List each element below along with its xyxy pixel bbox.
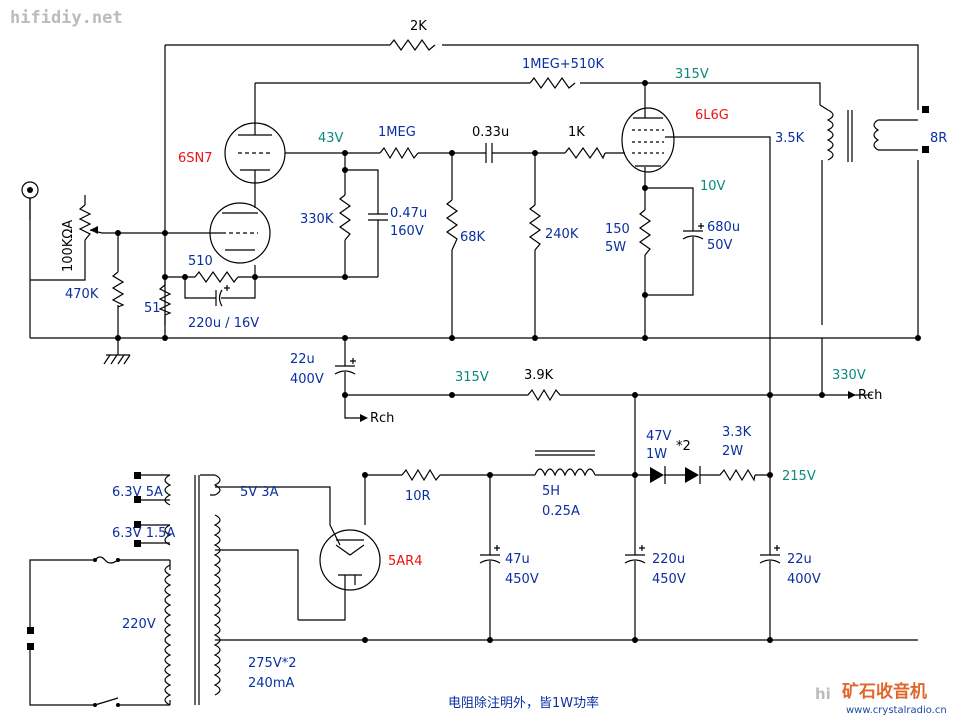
junction-dots [115, 80, 921, 643]
label-315v-top: 315V [675, 67, 709, 82]
label-6sn7: 6SN7 [178, 151, 213, 166]
label-6.3v-1.5a: 6.3V 1.5A [112, 526, 175, 541]
label-450v-220u: 450V [652, 572, 686, 587]
label-47u: 47u [505, 552, 530, 567]
label-450v-47u: 450V [505, 572, 539, 587]
resistor-51 [158, 284, 172, 316]
label-315v: 315V [455, 370, 489, 385]
label-220u: 220u [652, 552, 685, 567]
label-22u-lower: 22u [787, 552, 812, 567]
capacitors [205, 143, 781, 568]
label-43v: 43V [318, 131, 344, 146]
label-2w: 2W [722, 444, 743, 459]
resistor-1meg [379, 146, 419, 160]
rch-arrows [360, 391, 872, 422]
label-2k: 2K [410, 19, 427, 34]
label-5ar4: 5AR4 [388, 554, 422, 569]
resistor-2k [389, 38, 436, 52]
site-name: hifidiy.net [10, 8, 123, 28]
tube-6sn7-lower [190, 202, 271, 264]
label-330v: 330V [832, 368, 866, 383]
ground-symbol [103, 354, 131, 365]
label-0.33u: 0.33u [472, 125, 509, 140]
svg-text:hi: hi [815, 685, 831, 703]
label-rch-left: Rch [370, 411, 394, 426]
label-10v: 10V [700, 179, 726, 194]
tube-6sn7-upper [224, 118, 286, 184]
power-transformer [27, 472, 221, 707]
label-5v-3a: 5V 3A [240, 485, 279, 500]
label-1meg-510k: 1MEG+510K [522, 57, 604, 72]
label-5w: 5W [605, 240, 626, 255]
resistor-1meg-510k [529, 76, 576, 90]
label-220v: 220V [122, 617, 156, 632]
label-6l6g: 6L6G [695, 108, 729, 123]
label-5h: 5H [542, 484, 560, 499]
label-3.9k: 3.9K [524, 368, 554, 383]
volume-potentiometer [78, 204, 103, 241]
label-51: 51 [144, 301, 161, 316]
label-400v-upper: 400V [290, 372, 324, 387]
label-1w: 1W [646, 447, 667, 462]
footnote: 电阻除注明外，皆1W功率 [448, 695, 599, 711]
resistor-68k [445, 199, 459, 251]
label-150: 150 [605, 222, 630, 237]
label-0.25a: 0.25A [542, 504, 580, 519]
label-68k: 68K [460, 230, 486, 245]
logo-text: 矿石收音机 [842, 681, 927, 702]
label-275v: 275V*2 [248, 656, 296, 671]
input-jack [21, 181, 39, 200]
label-50v: 50V [707, 238, 733, 253]
label-1meg: 1MEG [378, 125, 416, 140]
label-0.47u: 0.47u [390, 206, 427, 221]
label-680u: 680u [707, 220, 740, 235]
label-6.3v-5a: 6.3V 5A [112, 485, 163, 500]
label-10r: 10R [405, 489, 431, 504]
label-215v: 215V [782, 469, 816, 484]
cap-0.33u [485, 143, 493, 163]
label-x2: *2 [676, 439, 691, 454]
choke-5h [534, 450, 596, 477]
label-400v-lower: 400V [787, 572, 821, 587]
resistor-510 [194, 270, 239, 284]
label-3.5k: 3.5K [775, 131, 805, 146]
tube-6l6g [621, 107, 675, 173]
tube-5ar4 [319, 524, 381, 591]
label-470k: 470K [65, 287, 99, 302]
label-47v: 47V [646, 429, 672, 444]
output-transformer [826, 106, 929, 162]
watermark-logo: hi 矿石收音机 www.crystalradio.cn [815, 681, 947, 716]
label-510: 510 [188, 254, 213, 269]
resistor-10r [401, 468, 441, 482]
resistor-1k [564, 146, 606, 160]
cap-0.47u [368, 213, 388, 221]
label-22u-upper: 22u [290, 352, 315, 367]
resistor-3.9k [527, 388, 561, 402]
label-100k-pot: 100KΩA [61, 220, 76, 272]
label-220u-16v: 220u / 16V [188, 316, 259, 331]
resistor-3.3k [719, 468, 756, 482]
label-8r: 8R [930, 131, 947, 146]
label-3.3k: 3.3K [722, 425, 752, 440]
resistors [111, 38, 756, 482]
label-240k: 240K [545, 227, 579, 242]
resistor-470k [111, 271, 125, 308]
resistor-240k [528, 204, 542, 251]
logo-url: www.crystalradio.cn [846, 705, 947, 716]
zener-diodes [650, 466, 701, 484]
label-330k: 330K [300, 212, 334, 227]
resistor-330k [338, 194, 352, 241]
labels: hifidiy.net 2K 1MEG+510K 315V 6SN7 43V 1… [10, 8, 947, 711]
label-rch-right: Rch [858, 388, 882, 403]
resistor-150 [638, 209, 652, 256]
label-240ma: 240mA [248, 676, 294, 691]
label-1k: 1K [568, 125, 585, 140]
label-160v: 160V [390, 224, 424, 239]
